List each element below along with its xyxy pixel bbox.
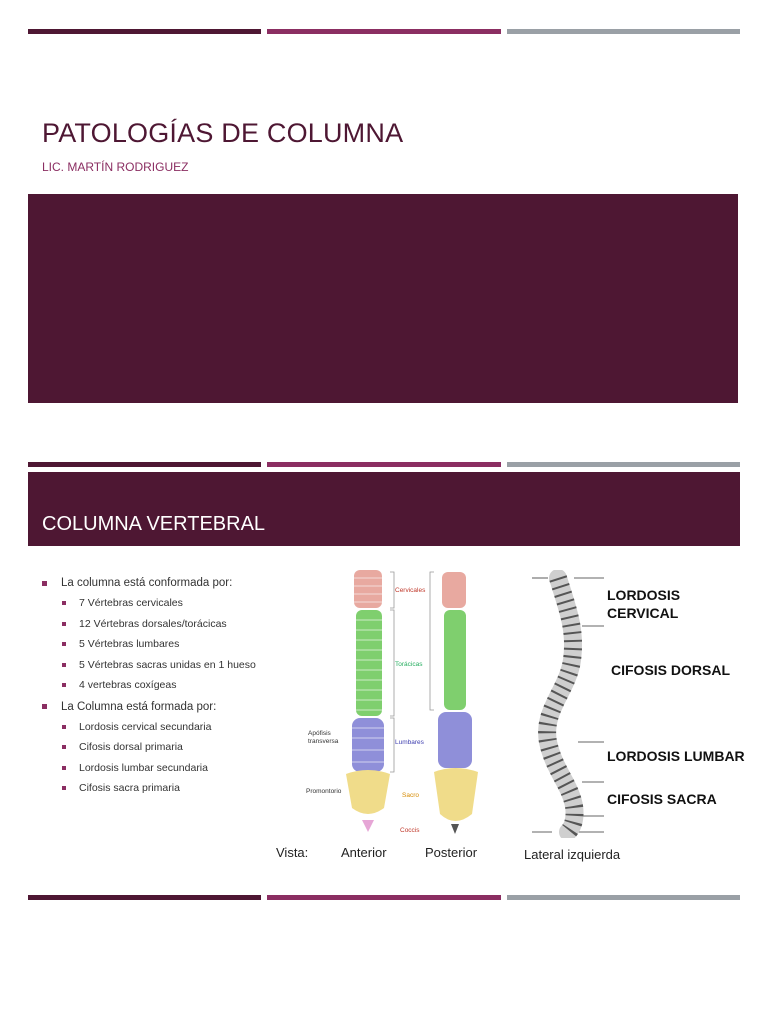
- bullet-list: La columna está conformada por: 7 Vérteb…: [42, 572, 302, 799]
- sub-bullet-text: 5 Vértebras sacras unidas en 1 hueso: [79, 658, 256, 671]
- bullet-marker: [42, 580, 47, 586]
- caption-posterior: Posterior: [425, 845, 478, 860]
- label-apofisis: Apófisis: [308, 730, 332, 737]
- cervical-vertebrae: [354, 570, 382, 608]
- bullet-marker: [62, 662, 66, 667]
- stripe-magenta: [267, 895, 501, 900]
- bullet-marker: [62, 621, 66, 626]
- bullet-item: La columna está conformada por:: [42, 573, 302, 593]
- spine-anterior-posterior-illustration: Cervicales Torácicas Lumbares Sacro Cocc…: [306, 570, 478, 834]
- sub-bullet-text: 4 vertebras coxígeas: [79, 679, 177, 692]
- bullet-marker: [62, 683, 66, 688]
- stripe-magenta: [267, 462, 501, 467]
- label-promontorio: Promontorio: [306, 788, 342, 795]
- stripe-gray: [506, 29, 740, 34]
- sub-bullet-item: Lordosis cervical secundaria: [42, 717, 302, 738]
- bullet-marker: [62, 601, 66, 606]
- sacrum-posterior: [434, 768, 478, 821]
- sub-bullet-item: Lordosis lumbar secundaria: [42, 758, 302, 779]
- sub-bullet-item: Cifosis dorsal primaria: [42, 737, 302, 758]
- section-title: COLUMNA VERTEBRAL: [42, 513, 266, 535]
- stripe-dark: [28, 29, 262, 34]
- posterior-spine: [434, 572, 478, 834]
- region-brackets: [390, 571, 434, 773]
- sacrum: [346, 770, 390, 814]
- sub-bullet-text: Lordosis lumbar secundaria: [79, 761, 208, 774]
- top-accent-stripes-1: [28, 29, 740, 34]
- label-lordosis-lumbar: LORDOSIS LUMBAR: [607, 748, 745, 764]
- bullet-marker: [62, 724, 66, 729]
- bottom-accent-stripes: [28, 895, 740, 900]
- top-accent-stripes-2: [28, 462, 740, 467]
- slide-subtitle: LIC. MARTÍN RODRIGUEZ: [42, 160, 189, 174]
- bullet-text: La Columna está formada por:: [61, 700, 217, 713]
- sub-bullet-text: 7 Vértebras cervicales: [79, 597, 183, 610]
- spine-column: [538, 570, 584, 838]
- stripe-gray: [506, 895, 740, 900]
- title-band: [28, 194, 738, 403]
- sub-bullet-text: 12 Vértebras dorsales/torácicas: [79, 617, 227, 630]
- bullet-marker: [62, 642, 66, 647]
- sub-bullet-item: Cifosis sacra primaria: [42, 778, 302, 799]
- label-sacro: Sacro: [402, 792, 419, 799]
- label-cervicales: Cervicales: [395, 587, 426, 594]
- stripe-dark: [28, 462, 262, 467]
- label-transversa: transversa: [308, 738, 339, 745]
- sub-bullet-item: 5 Vértebras sacras unidas en 1 hueso: [42, 655, 302, 676]
- anterior-spine: [346, 570, 390, 832]
- label-lordosis-cervical-2: CERVICAL: [607, 605, 679, 621]
- label-lumbares: Lumbares: [395, 739, 425, 746]
- sub-bullet-text: 5 Vértebras lumbares: [79, 638, 180, 651]
- label-lordosis-cervical-1: LORDOSIS: [607, 587, 680, 603]
- bullet-marker: [42, 704, 47, 709]
- slide-title: PATOLOGÍAS DE COLUMNA: [42, 118, 404, 148]
- bullet-marker: [62, 745, 66, 750]
- label-cifosis-sacra: CIFOSIS SACRA: [607, 791, 717, 807]
- bullet-item: La Columna está formada por:: [42, 697, 302, 717]
- sub-bullet-text: Cifosis sacra primaria: [79, 782, 180, 795]
- label-cifosis-dorsal: CIFOSIS DORSAL: [611, 662, 730, 678]
- caption-lateral: Lateral izquierda: [524, 847, 621, 862]
- cervical-vertebrae-posterior: [442, 572, 466, 608]
- level-lines: [532, 577, 604, 833]
- sub-bullet-text: Lordosis cervical secundaria: [79, 720, 212, 733]
- label-toracicas: Torácicas: [395, 661, 423, 668]
- thoracic-vertebrae-posterior: [444, 610, 466, 710]
- label-coccis: Coccis: [400, 827, 420, 834]
- stripe-magenta: [267, 29, 501, 34]
- lumbar-vertebrae-posterior: [438, 712, 472, 768]
- coccyx: [362, 820, 374, 832]
- caption-vista: Vista:: [276, 845, 309, 860]
- section-header-band: [28, 472, 740, 546]
- caption-anterior: Anterior: [341, 845, 387, 860]
- stripe-dark: [28, 895, 262, 900]
- sub-bullet-item: 5 Vértebras lumbares: [42, 634, 302, 655]
- sub-bullet-item: 7 Vértebras cervicales: [42, 593, 302, 614]
- sub-bullet-item: 4 vertebras coxígeas: [42, 675, 302, 696]
- bullet-text: La columna está conformada por:: [61, 577, 233, 589]
- sub-bullet-text: Cifosis dorsal primaria: [79, 741, 183, 754]
- bullet-marker: [62, 786, 66, 791]
- anterior-vertebra-lines: [352, 577, 384, 763]
- coccyx-posterior: [451, 824, 459, 834]
- sub-bullet-item: 12 Vértebras dorsales/torácicas: [42, 614, 302, 635]
- bullet-marker: [62, 765, 66, 770]
- lumbar-vertebrae: [352, 718, 384, 772]
- stripe-gray: [506, 462, 740, 467]
- spine-lateral-illustration: LORDOSIS CERVICAL CIFOSIS DORSAL LORDOSI…: [532, 570, 745, 838]
